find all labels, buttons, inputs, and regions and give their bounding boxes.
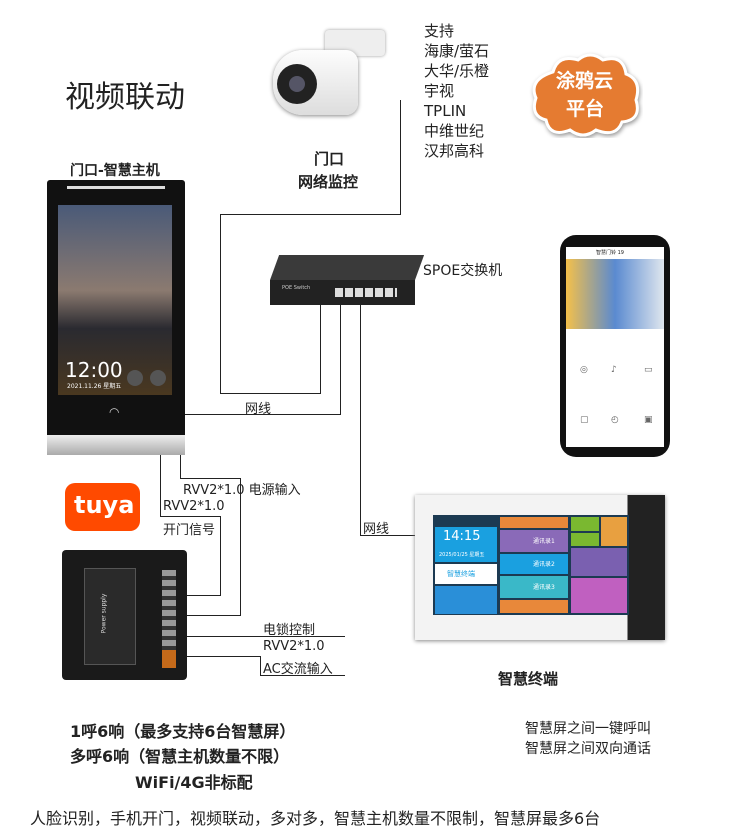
camera-label: 门口 — [314, 150, 345, 168]
switch-label: SPOE交换机 — [423, 263, 503, 279]
brand-item: 宇视 — [424, 82, 455, 100]
camera-sublabel: 网络监控 — [298, 173, 359, 191]
page-title: 视频联动 — [65, 80, 185, 115]
ac-input-label: AC交流输入 — [263, 662, 333, 677]
terminal-name: 智慧终端 — [447, 570, 475, 578]
phone-title: 智慧门铃 19 — [596, 250, 624, 256]
brand-item: 汉邦高科 — [424, 142, 485, 160]
brand-list: 支持 海康/萤石 大华/乐橙 宇视 TPLIN 中维世纪 汉邦高科 — [424, 21, 489, 161]
feature-text: 智慧屏之间双向通话 — [525, 741, 651, 757]
switch-brand: POE Switch — [282, 285, 311, 291]
cable-label: 网线 — [363, 522, 390, 537]
video-icon[interactable]: ▭ — [644, 365, 653, 375]
ac-spec-label: RVV2*1.0 — [263, 639, 325, 654]
host-time: 12:00 — [65, 358, 123, 382]
feature-text: 多呼6响（智慧主机数量不限） — [70, 747, 290, 766]
cloud-label: 平台 — [566, 98, 605, 120]
brand-item: 大华/乐橙 — [424, 62, 490, 80]
contact-tile[interactable]: 通讯录1 — [533, 538, 555, 545]
brand-heading: 支持 — [424, 22, 455, 40]
feature-text: 1呼6响（最多支持6台智慧屏） — [70, 722, 296, 741]
contact-tile[interactable]: 通讯录2 — [533, 561, 555, 568]
host-date: 2021.11.26 星期五 — [67, 383, 122, 390]
smart-host-device: 12:00 2021.11.26 星期五 ◠ — [47, 180, 185, 455]
terminal-date: 2025/01/25 星期五 — [439, 552, 485, 558]
brand-item: 海康/萤石 — [424, 42, 490, 60]
brand-item: 中维世纪 — [424, 122, 485, 140]
wifi-icon: ◠ — [109, 405, 120, 419]
signal-spec-label: RVV2*1.0 — [163, 499, 225, 514]
power-input-label: RVV2*1.0 电源输入 — [183, 483, 301, 498]
photo-icon[interactable]: ▣ — [644, 415, 653, 425]
contact-tile[interactable]: 通讯录3 — [533, 584, 555, 591]
camera-image — [265, 28, 390, 123]
power-supply-module: Power supply — [62, 550, 187, 680]
brand-item: TPLIN — [424, 102, 467, 120]
feature-text: WiFi/4G非标配 — [135, 773, 253, 792]
smartphone: 智慧门铃 19 ◎ ♪ ▭ ▢ ◴ ▣ — [560, 235, 670, 457]
terminal-time: 14:15 — [443, 529, 481, 544]
tuya-logo: tuya — [65, 483, 140, 531]
mic-icon[interactable]: ♪ — [611, 365, 617, 375]
door-signal-label: 开门信号 — [163, 523, 216, 538]
summary-text: 人脸识别，手机开门，视频联动，多对多，智慧主机数量不限制，智慧屏最多6台 — [30, 809, 601, 828]
feature-text: 智慧屏之间一键呼叫 — [525, 721, 651, 737]
smart-terminal: 14:15 2025/01/25 星期五 智慧终端 通讯录1 通讯录2 通讯录3 — [415, 495, 665, 640]
cloud-label: 涂鸦云 — [556, 70, 614, 92]
cable-label: 网线 — [245, 402, 272, 417]
terminal-label: 智慧终端 — [498, 670, 559, 688]
history-icon[interactable]: ◴ — [611, 415, 619, 425]
cloud-platform: 涂鸦云 平台 — [528, 50, 643, 138]
lock-icon[interactable]: ▢ — [580, 415, 589, 425]
lock-control-label: 电锁控制 — [263, 623, 316, 638]
tuya-logo-text: tuya — [74, 491, 135, 519]
power-supply-text: Power supply — [100, 593, 108, 634]
camera-icon[interactable]: ◎ — [580, 365, 588, 375]
host-label: 门口-智慧主机 — [70, 163, 160, 179]
poe-switch: POE Switch — [270, 255, 425, 305]
